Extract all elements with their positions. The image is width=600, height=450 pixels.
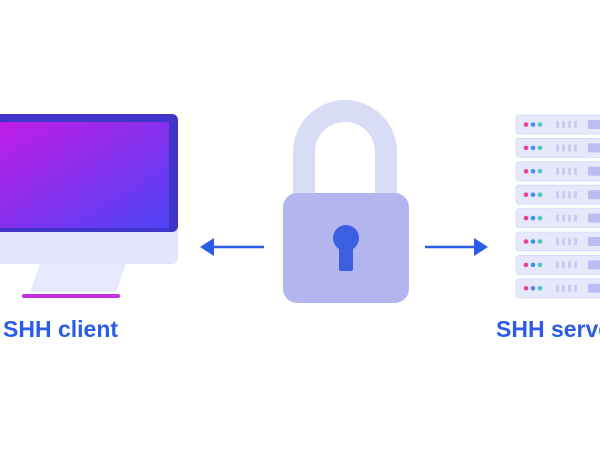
server-status-light [530, 286, 536, 291]
server-vent [574, 121, 577, 128]
server-vent [568, 167, 571, 175]
server-vent [574, 238, 577, 245]
server-vent [574, 144, 577, 152]
server-vent [562, 144, 565, 152]
server-status-light [537, 122, 543, 127]
server-status-light [523, 169, 529, 174]
server-status-light [523, 122, 529, 127]
arrow-left-icon [200, 238, 264, 256]
server-status-light [537, 262, 543, 268]
desktop-monitor-icon [0, 114, 178, 298]
server-vent [562, 191, 565, 199]
server-status-light [523, 215, 529, 221]
server-vent [556, 284, 559, 292]
server-vent [562, 238, 565, 245]
monitor-screen [0, 122, 169, 228]
padlock-shackle [293, 100, 397, 198]
server-unit [515, 184, 600, 205]
server-drive-bay [588, 237, 600, 246]
server-vent [574, 167, 577, 175]
arrow-right-icon [425, 238, 488, 256]
server-status-light [523, 145, 529, 151]
server-status-light [523, 192, 529, 197]
server-vent [556, 191, 559, 199]
server-unit [515, 138, 600, 158]
server-status-light [530, 192, 536, 197]
server-unit [515, 231, 600, 252]
server-drive-bay [588, 260, 600, 270]
server-status-light [530, 145, 536, 151]
server-status-light [523, 286, 529, 291]
server-vent [574, 284, 577, 292]
server-status-light [537, 169, 543, 174]
server-drive-bay [588, 120, 600, 129]
server-vent [574, 191, 577, 199]
server-vent [556, 214, 559, 222]
monitor-stand [30, 264, 126, 292]
server-vent [568, 261, 571, 269]
server-vent [556, 261, 559, 269]
server-status-light [537, 215, 543, 221]
server-unit [515, 161, 600, 182]
server-unit [515, 114, 600, 135]
server-status-light [530, 215, 536, 221]
server-vent [568, 191, 571, 199]
server-vent [562, 214, 565, 222]
server-unit [515, 278, 600, 299]
server-status-light [537, 192, 543, 197]
server-status-light [530, 122, 536, 127]
server-rack-icon [515, 114, 600, 299]
keyhole-slot [339, 238, 353, 271]
server-vent [556, 144, 559, 152]
server-vent [574, 261, 577, 269]
server-status-light [537, 239, 543, 244]
server-status-light [537, 145, 543, 151]
server-vent [568, 214, 571, 222]
server-status-light [523, 262, 529, 268]
server-vent [568, 144, 571, 152]
server-drive-bay [588, 190, 600, 200]
server-status-light [530, 262, 536, 268]
server-vent [568, 238, 571, 245]
server-drive-bay [588, 213, 600, 223]
server-vent [568, 121, 571, 128]
server-status-light [523, 239, 529, 244]
padlock-icon [283, 100, 409, 303]
server-vent [562, 284, 565, 292]
monitor-stand-base [22, 294, 120, 298]
server-vent [568, 284, 571, 292]
server-label: SHH server [496, 316, 600, 342]
server-status-light [530, 239, 536, 244]
server-vent [562, 121, 565, 128]
server-vent [574, 214, 577, 222]
server-status-light [530, 169, 536, 174]
server-vent [556, 121, 559, 128]
server-vent [556, 238, 559, 245]
server-drive-bay [588, 143, 600, 153]
server-drive-bay [588, 283, 600, 293]
server-vent [556, 167, 559, 175]
client-label: SHH client [3, 316, 119, 342]
server-drive-bay [588, 166, 600, 176]
server-unit [515, 255, 600, 275]
server-vent [562, 261, 565, 269]
server-unit [515, 208, 600, 228]
server-vent [562, 167, 565, 175]
server-status-light [537, 286, 543, 291]
